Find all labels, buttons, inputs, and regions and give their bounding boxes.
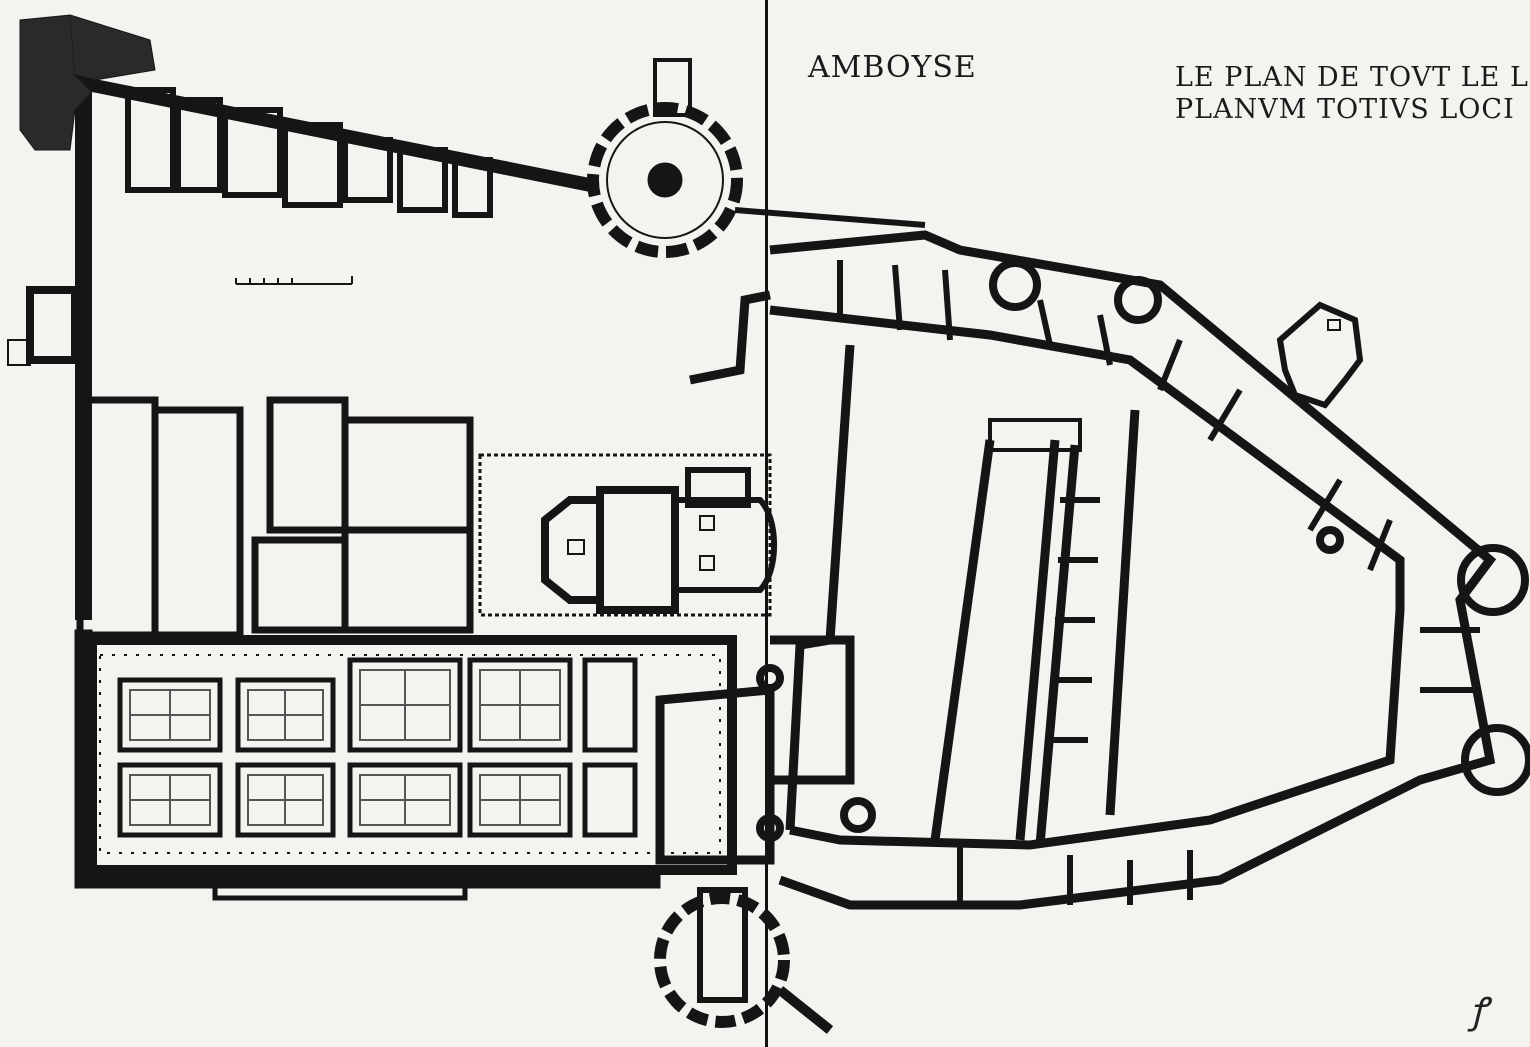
- artist-monogram: ꝭ: [1470, 991, 1488, 1032]
- title-latin: PLANVM TOTIVS LOCI: [1175, 94, 1515, 125]
- logis-towers: [756, 259, 1530, 842]
- heurtault-tower: [654, 887, 834, 1034]
- minimes-tower: [587, 58, 926, 258]
- north-range: [125, 87, 493, 218]
- place-title: AMBOYSE: [808, 50, 977, 85]
- offices-block: [76, 396, 474, 639]
- scale-bar: [235, 276, 353, 285]
- title-french: LE PLAN DE TOVT LE LIEV: [1175, 62, 1530, 93]
- ne-oratory: [1276, 301, 1364, 409]
- parterre-garden: [87, 635, 737, 901]
- page-fold-line: [765, 0, 768, 1047]
- main-logis: [655, 230, 1497, 910]
- chapel-saint-hubert: [478, 453, 778, 617]
- west-rampart: [7, 14, 661, 889]
